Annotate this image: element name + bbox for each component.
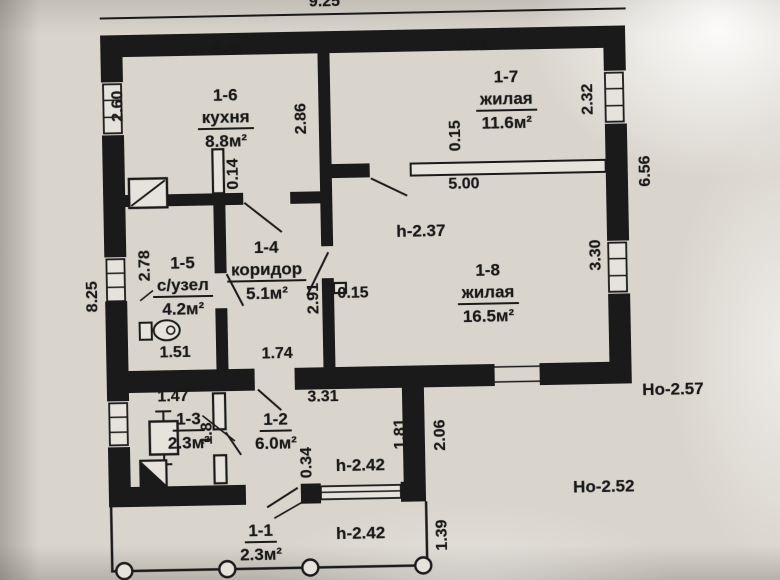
room-label-bathroom: 1-5 с/узел 4.2м² — [152, 252, 214, 320]
room-id: 1-1 — [244, 519, 278, 544]
dimension-line — [99, 7, 626, 20]
room-area: 6.0м² — [254, 433, 298, 454]
dim-kitchen-depth: 2.86 — [292, 102, 310, 135]
room-label-entry: 1-2 6.0м² — [254, 408, 297, 454]
door-leaves — [224, 177, 408, 509]
dim-corridor-depth: 2.91 — [304, 282, 323, 315]
dim-living7-width: 5.01 — [456, 37, 489, 55]
boiler-icon — [148, 410, 180, 466]
furnace-icon — [139, 459, 168, 487]
height-annex: h-2.42 — [335, 455, 386, 476]
dim-top-total: 9.25 — [308, 0, 341, 11]
room-label-kitchen: 1-6 кухня 8.8м² — [197, 84, 254, 152]
room-label-corridor: 1-4 коридор 5.1м² — [226, 236, 307, 305]
room-label-porch: 1-1 2.3м² — [239, 519, 283, 566]
dim-corridor-width: 1.74 — [261, 344, 293, 363]
dim-partition-length: 5.00 — [448, 175, 480, 193]
dim-boiler-room-width: 1.47 — [157, 387, 189, 406]
room-name: жилая — [457, 281, 519, 306]
room-id: 1-2 — [258, 408, 292, 433]
room-label-living-7: 1-7 жилая 11.6м² — [475, 66, 537, 134]
room-id: 1-8 — [475, 260, 501, 280]
room-area: 11.6м² — [481, 112, 533, 133]
room-id: 1-4 — [253, 237, 279, 258]
dim-partition-thickness-v: 0.15 — [446, 119, 465, 152]
dim-wall-thin: 0.14 — [224, 158, 243, 190]
dim-kitchen-width: 3.45 — [210, 40, 243, 59]
window-mullions — [103, 87, 627, 494]
room-name: с/узел — [152, 273, 214, 299]
room-area: 8.8м² — [204, 131, 248, 152]
room-area: 4.2м² — [162, 299, 205, 319]
height-porch: h-2.42 — [335, 523, 386, 544]
room-name: коридор — [226, 258, 307, 283]
height-outer-annex: Но-2.52 — [572, 476, 635, 497]
dim-right-window-mid: 3.30 — [587, 239, 605, 271]
porch-outline — [109, 501, 429, 573]
dim-bath-depth: 2.78 — [136, 249, 154, 282]
dim-right-side: 6.56 — [636, 155, 655, 187]
height-outer-main: Но-2.57 — [642, 378, 704, 400]
dim-left-window: 2.60 — [109, 90, 127, 122]
room-id: 1-5 — [169, 253, 195, 273]
room-area: 16.5м² — [462, 306, 515, 327]
dim-left-side: 8.25 — [83, 280, 102, 313]
dim-bath-width: 1.51 — [159, 343, 191, 362]
porch-post-icon — [115, 556, 433, 580]
thin-partition — [409, 158, 607, 177]
stove-icon — [127, 177, 169, 210]
room-name: кухня — [197, 106, 254, 131]
rear-door-threshold — [494, 365, 540, 383]
dim-annex-depth: 2.06 — [431, 419, 450, 451]
room-name: жилая — [475, 87, 537, 112]
leader-lines — [139, 289, 304, 519]
height-main: h-2.37 — [396, 220, 446, 241]
dim-annex-width: 3.31 — [307, 388, 339, 406]
room-id: 1-7 — [493, 67, 519, 87]
dim-partition-thickness-h: 0.15 — [337, 284, 369, 303]
room-area: 5.1м² — [245, 283, 289, 304]
dim-right-window-top: 2.32 — [579, 83, 597, 115]
room-id: 1-6 — [212, 85, 238, 105]
dim-door-offset: 0.34 — [298, 446, 316, 479]
dim-annex-inner-depth: 1.81 — [391, 418, 410, 450]
dim-porch-depth: 1.39 — [433, 519, 452, 551]
exterior-walls — [100, 25, 632, 508]
room-label-living-8: 1-8 жилая 16.5м² — [457, 259, 519, 327]
toilet-icon — [138, 319, 181, 342]
room-area: 2.3м² — [239, 544, 283, 565]
dim-boiler-room-depth: 1.8 — [198, 422, 216, 445]
